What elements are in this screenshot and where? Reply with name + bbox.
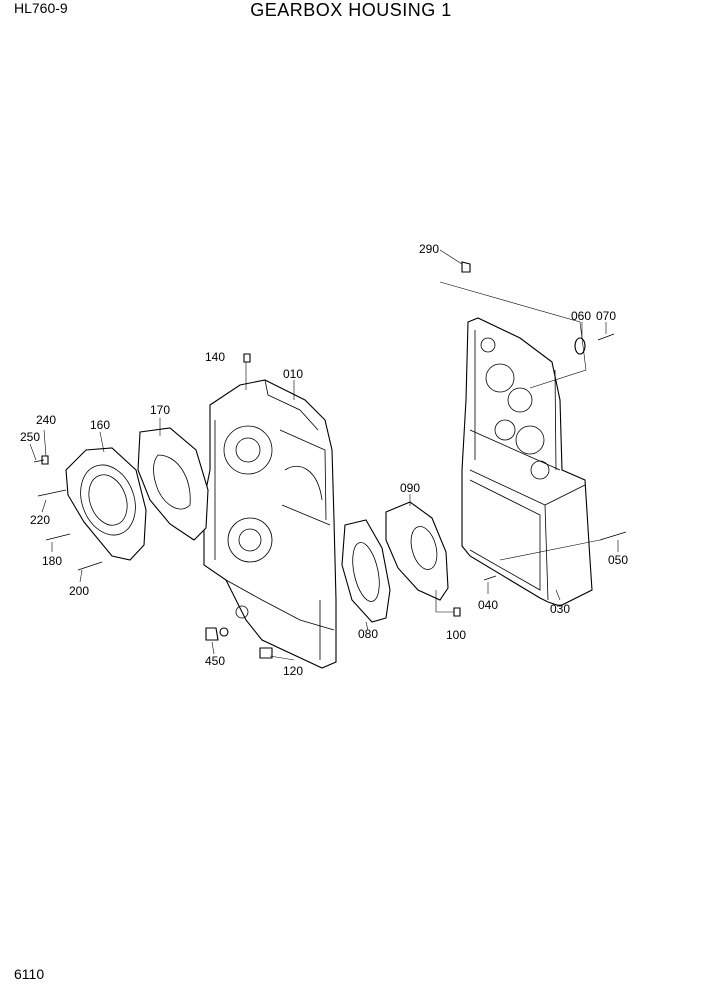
part-label-140: 140 xyxy=(205,350,225,364)
housing-010-drawing xyxy=(203,379,337,669)
part-label-080: 080 xyxy=(358,627,378,641)
housing-030-drawing xyxy=(461,317,593,607)
part-label-010: 010 xyxy=(283,367,303,381)
part-label-200: 200 xyxy=(69,584,89,598)
gasket-170-drawing xyxy=(137,427,209,541)
part-label-290: 290 xyxy=(419,242,439,256)
part-label-220: 220 xyxy=(30,513,50,527)
shield-080-drawing xyxy=(341,519,391,623)
part-label-100: 100 xyxy=(446,628,466,642)
leader-lines xyxy=(29,249,619,661)
part-label-180: 180 xyxy=(42,554,62,568)
part-label-050: 050 xyxy=(608,553,628,567)
shield-090-drawing xyxy=(385,501,449,601)
part-label-450: 450 xyxy=(205,654,225,668)
part-label-170: 170 xyxy=(150,403,170,417)
part-label-160: 160 xyxy=(90,418,110,432)
page-number: 6110 xyxy=(14,966,45,982)
part-label-250: 250 xyxy=(20,430,40,444)
part-label-030: 030 xyxy=(550,602,570,616)
part-label-240: 240 xyxy=(36,413,56,427)
part-label-040: 040 xyxy=(478,598,498,612)
part-label-070: 070 xyxy=(596,309,616,323)
part-label-060: 060 xyxy=(571,309,591,323)
cover-160-drawing xyxy=(65,447,147,561)
small-parts-drawing xyxy=(33,261,627,659)
part-label-090: 090 xyxy=(400,481,420,495)
model-code: HL760-9 xyxy=(14,0,68,16)
part-label-120: 120 xyxy=(283,664,303,678)
page-title: GEARBOX HOUSING 1 xyxy=(250,0,452,20)
